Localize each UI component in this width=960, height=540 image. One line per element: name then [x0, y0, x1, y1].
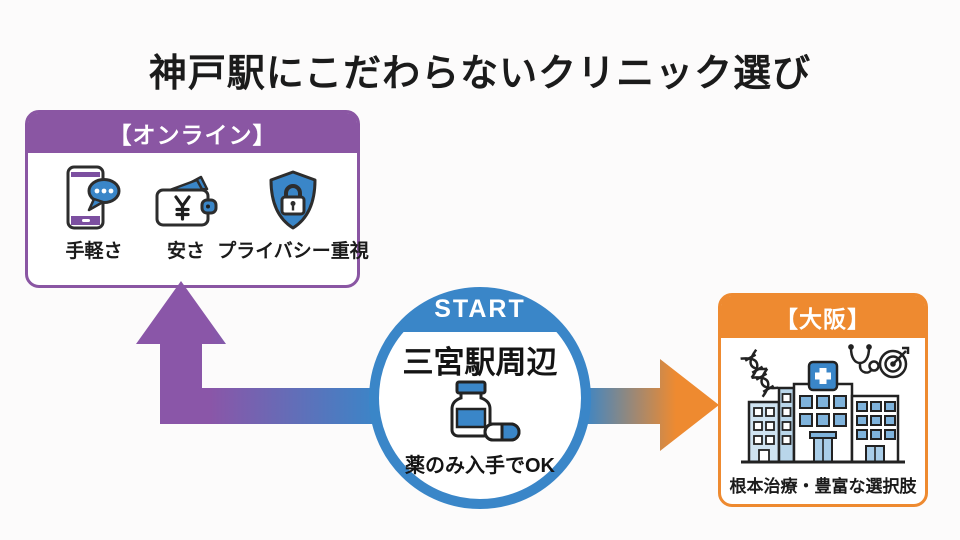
benefit-label: 手軽さ — [65, 241, 123, 262]
arrow-to-osaka — [583, 359, 719, 451]
start-caption: 薬のみ入手でOK — [405, 455, 555, 477]
medicine-bottle-capsule-icon — [450, 380, 521, 442]
start-circle — [369, 287, 591, 509]
smartphone-chat-icon — [65, 165, 123, 231]
benefit-label: プライバシー重視 — [217, 241, 369, 262]
online-option-card: 【オンライン】 手軽さ — [25, 110, 369, 288]
start-location-label: 三宮駅周辺 — [402, 345, 558, 380]
osaka-option-card: 【大阪】 — [718, 293, 928, 507]
target-icon — [878, 346, 910, 379]
shield-lock-icon — [265, 165, 321, 231]
start-badge: START — [434, 295, 526, 323]
stethoscope-icon — [848, 344, 880, 374]
building-right — [850, 394, 900, 464]
online-card-header: 【オンライン】 — [28, 113, 357, 153]
osaka-card-header: 【大阪】 — [721, 296, 925, 338]
osaka-caption: 根本治療・豊富な選択肢 — [729, 477, 917, 496]
start-banner — [397, 291, 563, 332]
wallet-yen-icon — [153, 165, 219, 231]
building-tower — [777, 386, 796, 464]
building-left — [747, 400, 781, 464]
online-benefit-convenience: 手軽さ — [44, 165, 144, 263]
benefit-label: 安さ — [166, 241, 205, 262]
hospital-illustration — [735, 344, 911, 473]
dna-icon — [740, 348, 779, 398]
online-benefit-cheap: 安さ — [140, 165, 232, 263]
hospital-main-building — [792, 360, 854, 464]
page-title: 神戸駅にこだわらないクリニック選び — [148, 53, 812, 95]
arrow-to-online — [136, 281, 380, 424]
online-benefit-privacy: プライバシー重視 — [217, 165, 369, 263]
